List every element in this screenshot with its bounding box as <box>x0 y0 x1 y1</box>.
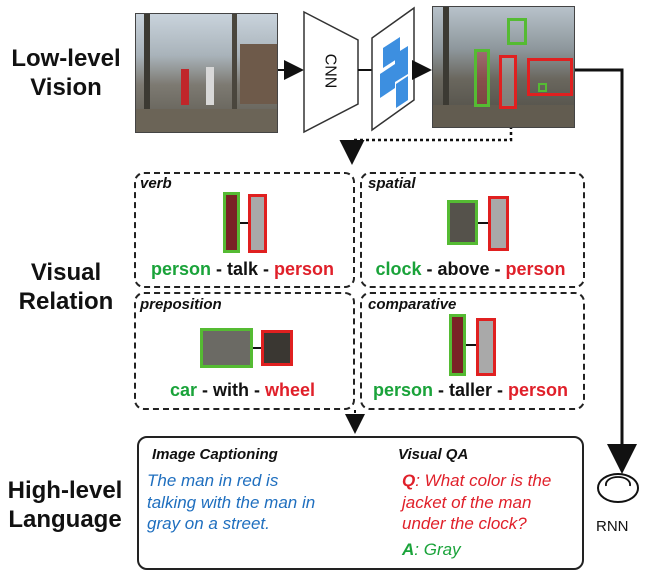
comparative-predicate: taller <box>448 380 493 400</box>
preposition-object: wheel <box>265 380 316 400</box>
comparative-connector <box>466 344 476 346</box>
preposition-subject: car <box>169 380 197 400</box>
verb-subject: person <box>150 259 211 279</box>
vqa-q-line2: jacket of the man <box>402 492 532 512</box>
verb-predicate: talk <box>226 259 259 279</box>
relation-spatial-triple: clock - above - person <box>375 259 566 279</box>
verb-connector <box>240 222 248 224</box>
relation-comparative-triple: person - taller - person <box>372 380 569 400</box>
vqa-title: Visual QA <box>398 446 469 463</box>
relation-verb <box>134 172 355 288</box>
relation-verb-triple: person - talk - person <box>150 259 335 279</box>
rnn-node <box>597 473 639 503</box>
rnn-label: RNN <box>596 518 629 535</box>
feature-block-1 <box>383 37 400 68</box>
vqa-a-key: A <box>402 540 415 559</box>
cnn-block <box>303 10 359 134</box>
relation-type-verb: verb <box>140 175 172 192</box>
caption-line1: The man in red is <box>147 471 279 490</box>
comparative-subject: person <box>372 380 433 400</box>
visual-relation-line2: Relation <box>18 288 114 315</box>
spatial-subject-thumb <box>447 200 478 245</box>
feature-block-4 <box>396 76 408 108</box>
detection-box-car <box>527 58 573 96</box>
caption-text: The man in red is talking with the man i… <box>147 470 387 535</box>
detection-box-person-left <box>474 49 490 107</box>
relation-preposition-triple: car - with - wheel <box>169 380 316 400</box>
vqa-q-key: Q <box>402 471 416 490</box>
comparative-subject-thumb <box>449 314 466 376</box>
captioning-title: Image Captioning <box>152 446 278 463</box>
relation-type-preposition: preposition <box>140 296 222 313</box>
detection-box-wheel <box>538 83 547 92</box>
preposition-subject-thumb <box>200 328 253 368</box>
high-level-language-label: High-level Language <box>0 476 130 534</box>
vqa-q-line1: : What color is the <box>415 471 552 490</box>
preposition-predicate: with <box>213 380 249 400</box>
spatial-connector <box>478 222 488 224</box>
relation-type-comparative: comparative <box>368 296 457 313</box>
arrow-to-rnn <box>573 68 637 474</box>
high-level-line1: High-level <box>7 477 123 504</box>
relation-comparative <box>360 292 585 410</box>
high-level-line2: Language <box>8 506 122 533</box>
detection-box-person-right <box>499 55 517 109</box>
spatial-object-thumb <box>488 196 509 251</box>
verb-object-thumb <box>248 194 267 253</box>
cnn-label: CNN <box>321 53 339 89</box>
caption-line2: talking with the man in <box>147 492 316 512</box>
relation-type-spatial: spatial <box>368 175 416 192</box>
verb-object: person <box>274 259 335 279</box>
low-level-line2: Vision <box>30 74 102 101</box>
feature-block-2 <box>395 46 408 82</box>
dotted-arrow-to-relations <box>339 126 513 165</box>
verb-subject-thumb <box>223 192 240 253</box>
preposition-object-thumb <box>261 330 293 366</box>
vqa-question: Q: What color is the jacket of the man u… <box>402 470 578 535</box>
vqa-a-text: : Gray <box>414 540 461 559</box>
visual-relation-line1: Visual <box>30 259 102 286</box>
rnn-loop <box>605 476 631 487</box>
comparative-object: person <box>508 380 569 400</box>
spatial-subject: clock <box>375 259 422 279</box>
language-box <box>137 436 584 570</box>
detection-box-clock <box>507 18 527 45</box>
relation-spatial <box>360 172 585 288</box>
visual-relation-label: Visual Relation <box>2 258 130 316</box>
low-level-line1: Low-level <box>11 45 121 72</box>
spatial-predicate: above <box>437 259 490 279</box>
input-street-photo <box>135 13 278 133</box>
relation-preposition <box>134 292 355 410</box>
preposition-connector <box>253 347 261 349</box>
spatial-object: person <box>505 259 566 279</box>
vqa-answer: A: Gray <box>402 539 461 561</box>
vqa-q-line3: under the clock? <box>402 514 527 533</box>
low-level-vision-label: Low-level Vision <box>2 44 130 102</box>
comparative-object-thumb <box>476 318 496 376</box>
caption-line3: gray on a street. <box>147 514 270 533</box>
feature-block-3 <box>380 64 395 98</box>
